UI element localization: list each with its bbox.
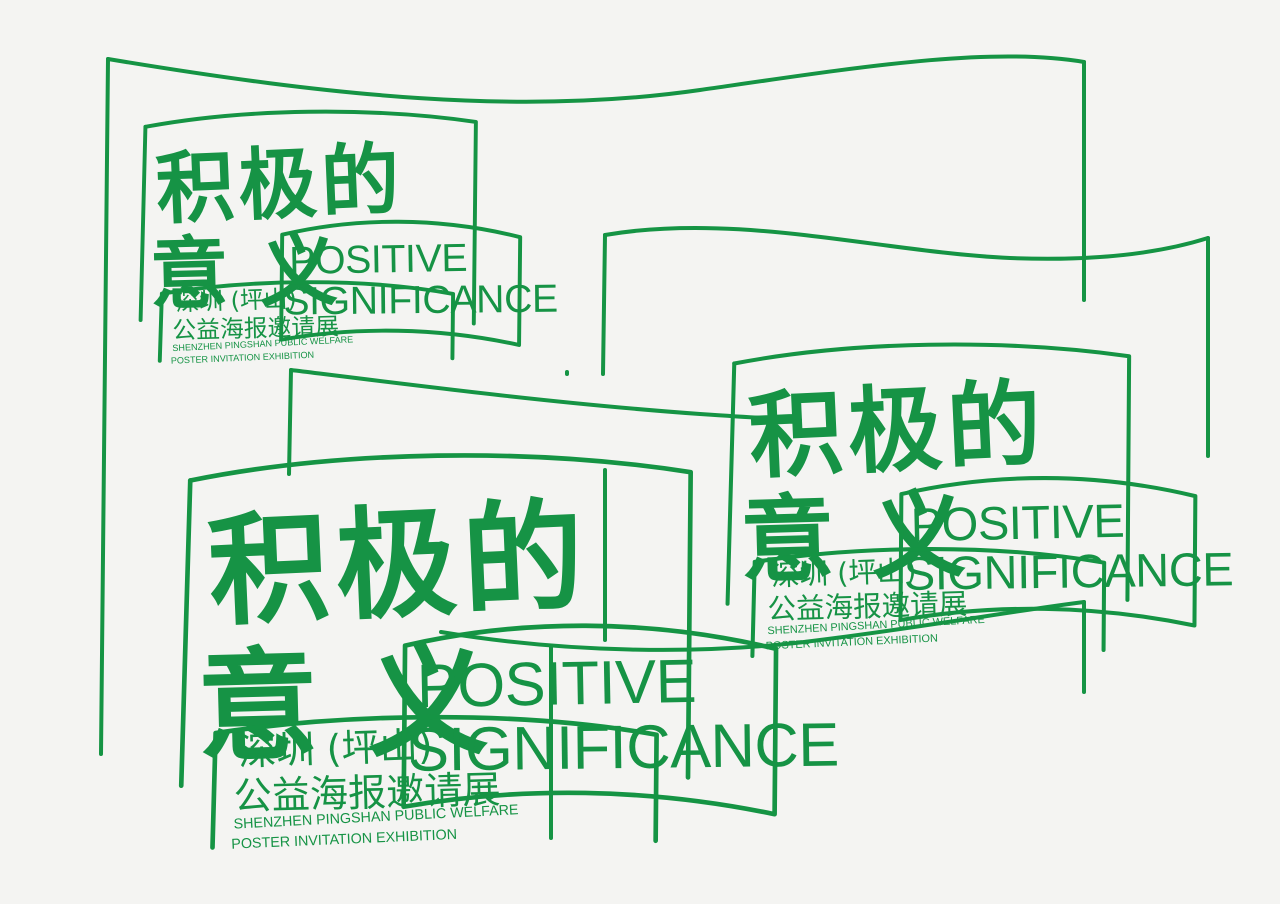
poster-subtitle-cn-1: 深圳 (坪山) (175, 285, 297, 317)
poster-title-en-1: POSITIVE (289, 237, 468, 283)
poster-subtitle-cn-1: 深圳 (坪山) (237, 724, 433, 774)
poster-frame (732, 342, 1132, 602)
poster-title-en-2: SIGNIFICANCE (283, 278, 558, 324)
poster-frame-left (178, 478, 193, 789)
poster-top-left[interactable]: 积极的 意义 POSITIVE SIGNIFICANCE 深圳 (坪山) 公益海… (138, 109, 560, 370)
poster-title-cn-2: 意义 (739, 480, 1004, 596)
poster-info-banner (210, 714, 659, 850)
poster-right[interactable]: 积极的 意义 POSITIVE SIGNIFICANCE 深圳 (坪山) 公益海… (725, 342, 1235, 659)
poster-title-cn-2: 意义 (149, 225, 370, 321)
poster-title-cn-2: 意义 (196, 630, 539, 779)
poster-subtitle-cn-1: 深圳 (坪山) (770, 553, 917, 592)
poster-frame-left (138, 124, 148, 322)
poster-info-banner (157, 280, 456, 363)
wavy-frame-upper-right (601, 225, 1210, 458)
poster-frame-left (725, 361, 737, 606)
poster-title-en-2: SIGNIFICANCE (903, 542, 1233, 600)
poster-title-en-2: SIGNIFICANCE (408, 710, 840, 784)
poster-subtitle-cn-2: 公益海报邀请展 (233, 768, 501, 819)
poster-title-cn-1: 积极的 (205, 487, 592, 644)
poster-subtitle-cn-2: 公益海报邀请展 (172, 312, 339, 344)
poster-info-banner (750, 547, 1107, 659)
poster-subtitle-cn-2: 公益海报邀请展 (767, 587, 968, 627)
poster-title-cn-1: 积极的 (154, 134, 405, 235)
poster-wave-band (279, 219, 523, 347)
wavy-frame-outer-large (99, 54, 1086, 756)
poster-wave-band (401, 623, 779, 817)
wavy-frame-center (287, 368, 802, 642)
wavy-frame-lower-right (439, 600, 1086, 840)
poster-wave-band (898, 476, 1198, 628)
poster-title-cn-1: 积极的 (746, 370, 1048, 492)
poster-frame (143, 109, 478, 326)
poster-frame (187, 453, 694, 780)
poster-title-en-1: POSITIVE (416, 647, 697, 721)
poster-title-en-1: POSITIVE (910, 494, 1125, 551)
